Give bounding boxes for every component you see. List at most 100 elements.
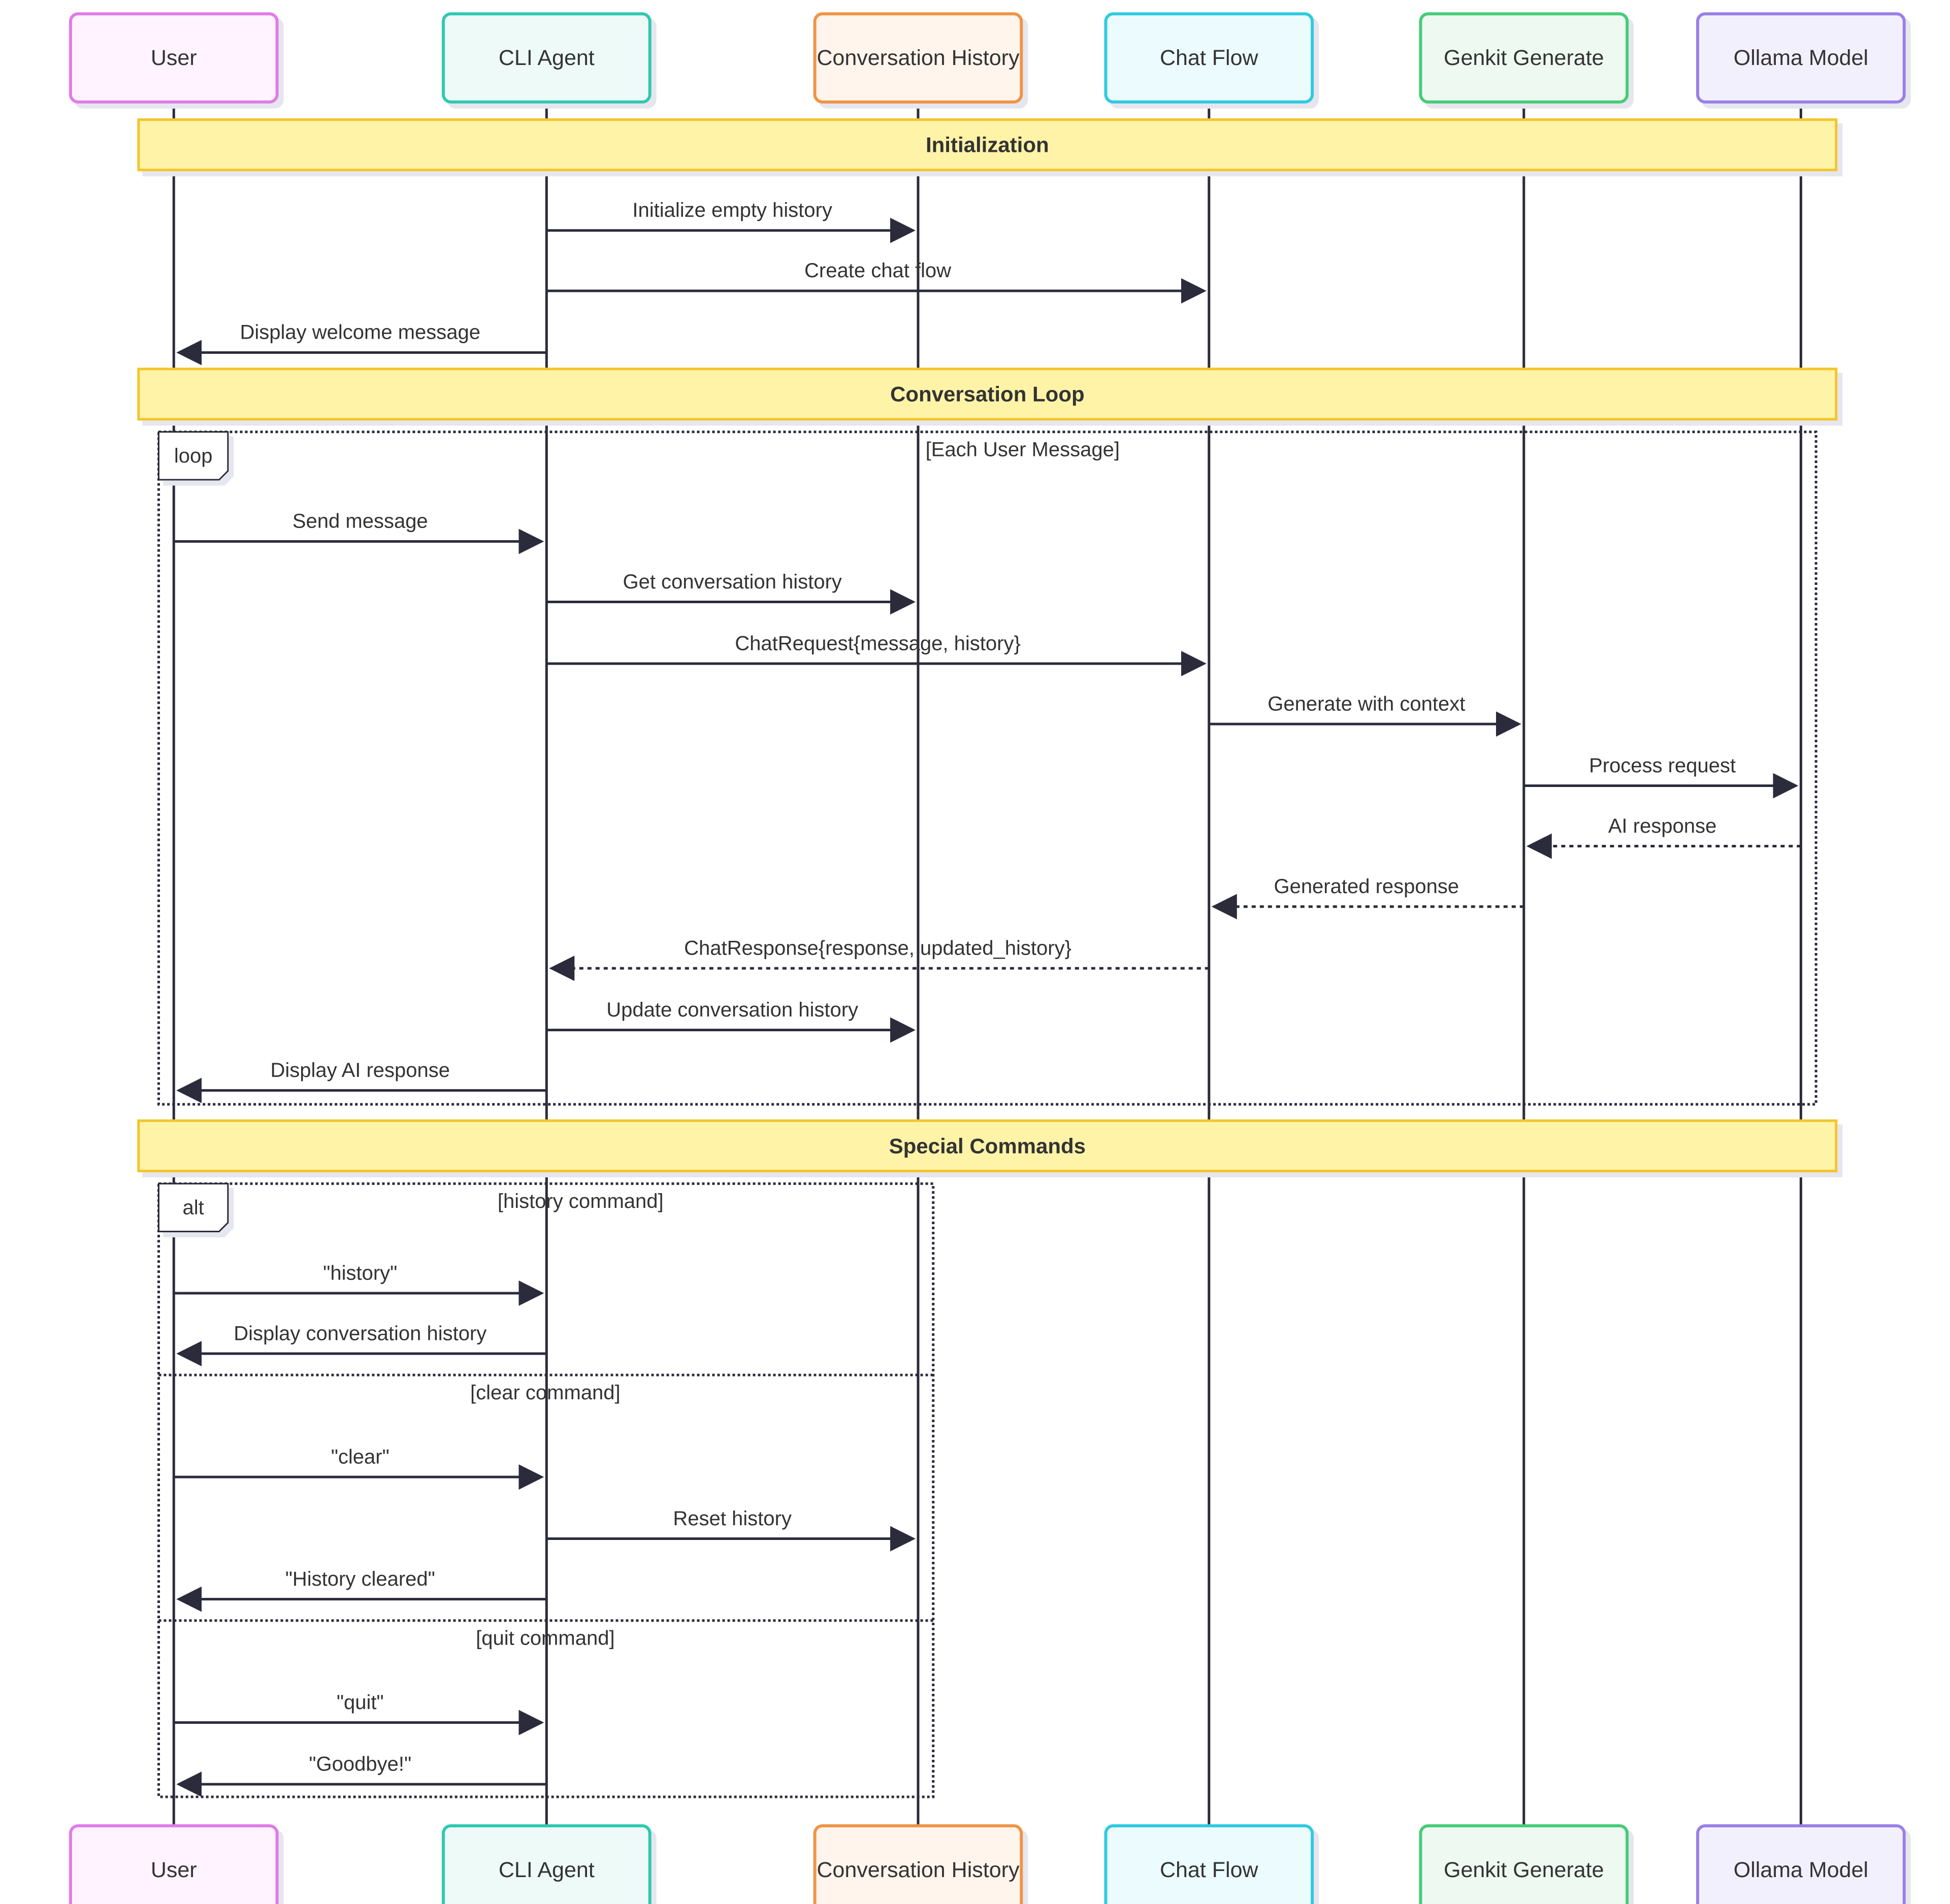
actor-ollama-bottom: Ollama Model xyxy=(1696,1824,1906,1904)
alt-else-condition: [clear command] xyxy=(470,1382,621,1404)
actor-genkit-bottom: Genkit Generate xyxy=(1419,1824,1629,1904)
message-6: ChatRequest{message, history} xyxy=(546,632,1207,676)
message-16: "clear" xyxy=(174,1446,544,1490)
message-13: Display AI response xyxy=(176,1059,547,1103)
message-11: ChatResponse{response, updated_history} xyxy=(549,937,1209,981)
actor-label: CLI Agent xyxy=(499,1858,595,1882)
lifelines xyxy=(172,102,1802,1826)
message-label: "History cleared" xyxy=(285,1568,435,1590)
message-label: Generate with context xyxy=(1268,693,1465,715)
section-label: Conversation Loop xyxy=(890,382,1085,406)
message-19: "quit" xyxy=(174,1691,544,1735)
actor-box xyxy=(1696,1824,1906,1904)
actor-label: Ollama Model xyxy=(1734,46,1868,70)
frame-tag xyxy=(157,431,229,481)
actor-history-top: Conversation History xyxy=(813,12,1023,104)
alt-else-condition: [quit command] xyxy=(476,1627,614,1649)
message-label: Send message xyxy=(292,510,428,533)
section-2: Conversation Loop xyxy=(137,368,1838,421)
actor-label: Chat Flow xyxy=(1160,1858,1259,1882)
message-label: "Goodbye!" xyxy=(309,1753,411,1775)
message-label: Get conversation history xyxy=(623,571,841,593)
actor-box xyxy=(441,12,652,104)
frame-kind-label: loop xyxy=(174,445,213,467)
message-17: Reset history xyxy=(546,1507,916,1552)
message-5: Get conversation history xyxy=(546,571,916,615)
section-3: Special Commands xyxy=(137,1119,1838,1172)
message-label: Display AI response xyxy=(271,1059,450,1081)
actor-user-bottom: User xyxy=(69,1824,279,1904)
message-4: Send message xyxy=(174,510,544,554)
message-label: Create chat flow xyxy=(804,259,951,282)
message-label: Reset history xyxy=(673,1507,791,1530)
message-2: Create chat flow xyxy=(546,259,1207,304)
section-bar xyxy=(137,1119,1838,1172)
alt-frame: alt [history command] [clear command] [quit… xyxy=(157,1182,935,1798)
message-label: Display welcome message xyxy=(240,321,481,344)
message-label: ChatResponse{response, updated_history} xyxy=(684,937,1071,959)
message-label: "quit" xyxy=(337,1691,384,1714)
actor-user-top: User xyxy=(69,12,279,104)
message-12: Update conversation history xyxy=(546,999,916,1043)
actor-ollama-top: Ollama Model xyxy=(1696,12,1906,104)
message-7: Generate with context xyxy=(1209,693,1521,737)
actor-box xyxy=(441,1824,652,1904)
frame-border xyxy=(157,431,1817,1106)
message-label: Update conversation history xyxy=(606,999,858,1021)
section-1: Initialization xyxy=(137,118,1838,172)
actor-box xyxy=(1419,12,1629,104)
message-20: "Goodbye!" xyxy=(176,1753,547,1797)
actor-label: Genkit Generate xyxy=(1444,1858,1604,1882)
message-label: "history" xyxy=(323,1262,397,1284)
section-bar xyxy=(137,118,1838,172)
actor-box xyxy=(1696,12,1906,104)
actor-history-bottom: Conversation History xyxy=(813,1824,1023,1904)
actor-cli-top: CLI Agent xyxy=(441,12,652,104)
message-9: AI response xyxy=(1526,815,1801,859)
actor-flow-bottom: Chat Flow xyxy=(1104,1824,1314,1904)
frame-condition: [Each User Message] xyxy=(926,438,1120,461)
message-18: "History cleared" xyxy=(176,1568,547,1612)
actor-box xyxy=(813,1824,1023,1904)
actor-box xyxy=(69,12,279,104)
actor-label: Conversation History xyxy=(817,46,1020,70)
actor-label: CLI Agent xyxy=(499,46,595,70)
actor-box xyxy=(1104,12,1314,104)
message-label: ChatRequest{message, history} xyxy=(735,632,1021,654)
message-label: Process request xyxy=(1589,754,1736,777)
message-label: "clear" xyxy=(331,1446,389,1468)
message-14: "history" xyxy=(174,1262,544,1306)
section-bar xyxy=(137,368,1838,421)
actor-box xyxy=(1419,1824,1629,1904)
actor-label: Conversation History xyxy=(817,1858,1020,1882)
message-10: Generated response xyxy=(1211,875,1524,920)
frame-kind-label: alt xyxy=(183,1196,204,1219)
actor-genkit-top: Genkit Generate xyxy=(1419,12,1629,104)
message-3: Display welcome message xyxy=(176,321,547,366)
section-label: Initialization xyxy=(926,133,1049,157)
actor-box xyxy=(69,1824,279,1904)
actor-box xyxy=(1104,1824,1314,1904)
frame-tag xyxy=(157,1183,229,1232)
frame-border xyxy=(157,1182,935,1798)
actor-flow-top: Chat Flow xyxy=(1104,12,1314,104)
message-label: Generated response xyxy=(1274,875,1459,898)
actor-cli-bottom: CLI Agent xyxy=(441,1824,652,1904)
message-label: Display conversation history xyxy=(234,1322,486,1344)
actor-label: Genkit Generate xyxy=(1444,46,1604,70)
loop-frame: loop [Each User Message] xyxy=(157,431,1817,1106)
message-1: Initialize empty history xyxy=(546,199,916,243)
actor-box xyxy=(813,12,1023,104)
section-label: Special Commands xyxy=(889,1134,1086,1158)
frame-condition: [history command] xyxy=(498,1190,664,1212)
actor-label: Chat Flow xyxy=(1160,46,1259,70)
message-15: Display conversation history xyxy=(176,1322,547,1366)
message-label: AI response xyxy=(1608,815,1716,837)
actor-label: User xyxy=(151,1858,197,1882)
frames: loop [Each User Message] alt [history comma… xyxy=(157,431,1817,1798)
actor-label: Ollama Model xyxy=(1734,1858,1868,1882)
